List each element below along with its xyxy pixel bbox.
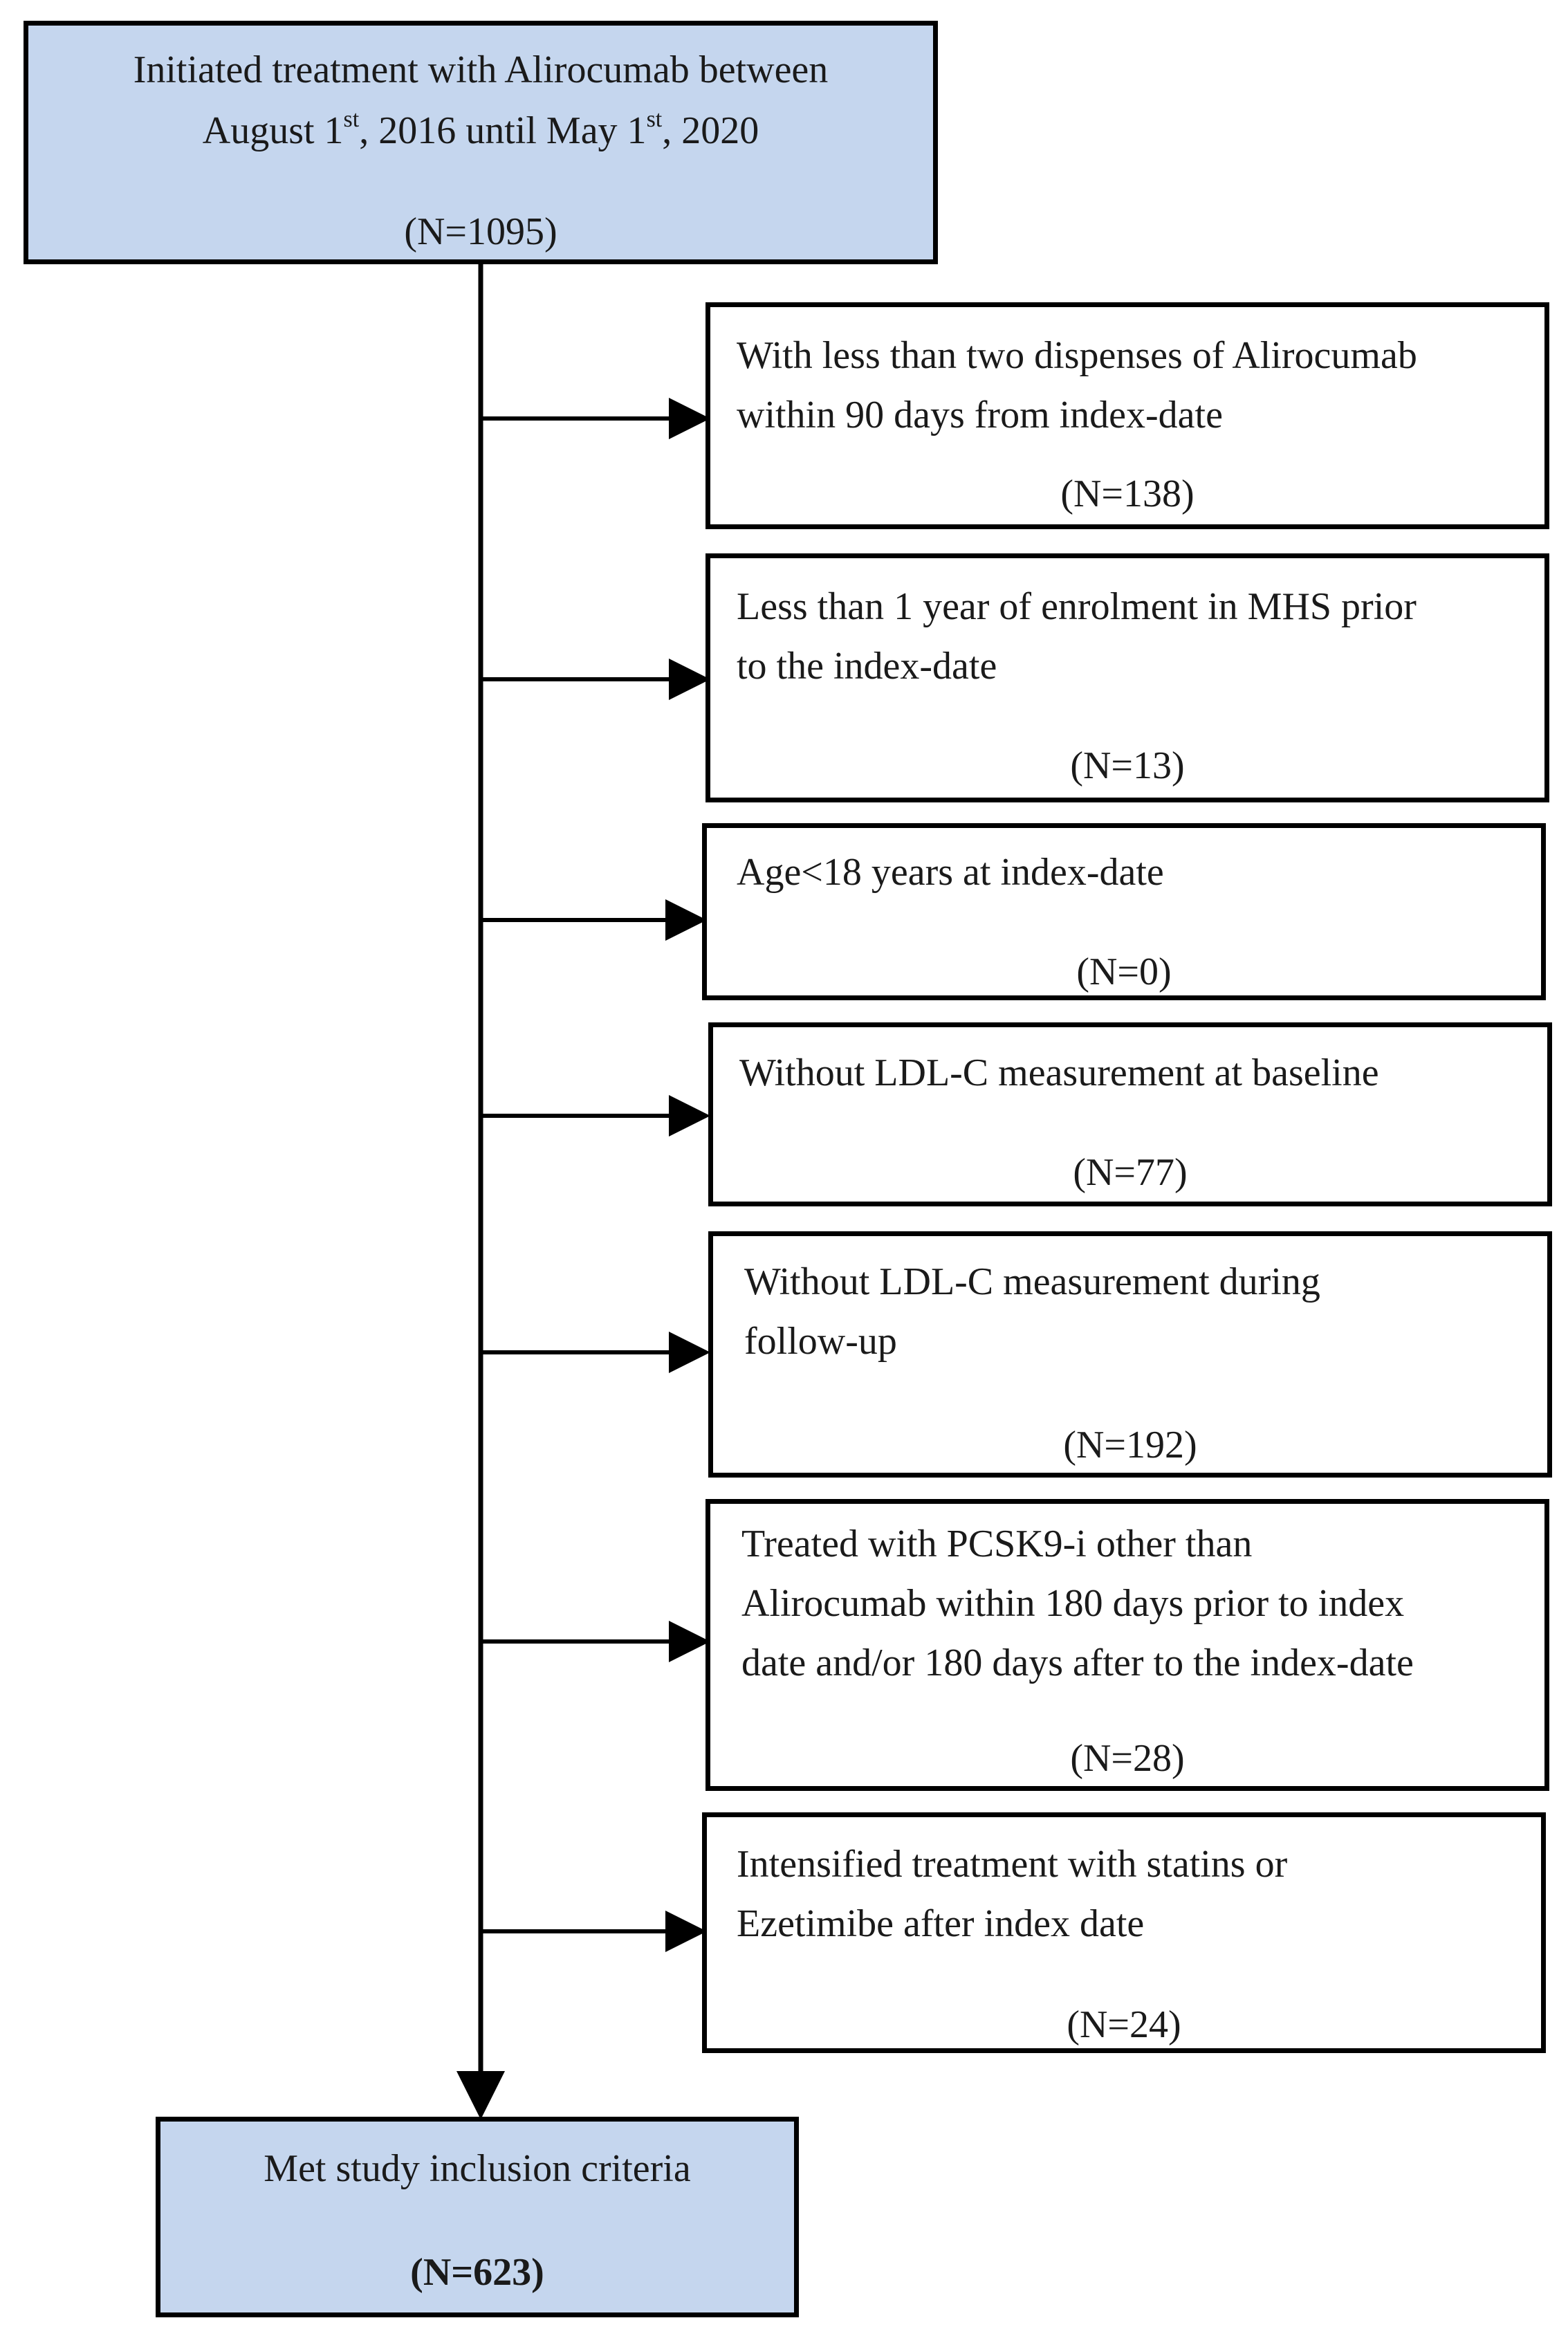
exclusion-box-3: Age<18 years at index-date (N=0) xyxy=(702,823,1546,1000)
start-line-2: August 1st, 2016 until May 1st, 2020 xyxy=(28,100,933,161)
exclusion-6-line-3: date and/or 180 days after to the index-… xyxy=(741,1641,1414,1684)
exclusion-box-1: With less than two dispenses of Alirocum… xyxy=(705,302,1549,529)
exclusion-box-5: Without LDL-C measurement during follow-… xyxy=(708,1231,1552,1478)
start-line-2-pre: August 1 xyxy=(202,109,344,152)
exclusion-2-count: (N=13) xyxy=(1070,744,1185,787)
final-count: (N=623) xyxy=(410,2251,544,2294)
exclusion-4-count: (N=77) xyxy=(1073,1151,1188,1194)
exclusion-7-line-1: Intensified treatment with statins or xyxy=(737,1843,1288,1886)
exclusion-box-2: Less than 1 year of enrolment in MHS pri… xyxy=(705,553,1549,802)
exclusion-5-line-1: Without LDL-C measurement during xyxy=(744,1260,1320,1303)
final-box: Met study inclusion criteria (N=623) xyxy=(156,2117,799,2317)
start-sup-2: st xyxy=(646,107,663,133)
exclusion-6-line-1: Treated with PCSK9-i other than xyxy=(741,1523,1253,1565)
exclusion-5-count: (N=192) xyxy=(1063,1424,1197,1466)
exclusion-7-count: (N=24) xyxy=(1067,2003,1181,2046)
exclusion-2-line-1: Less than 1 year of enrolment in MHS pri… xyxy=(737,585,1417,628)
start-count: (N=1095) xyxy=(404,210,557,253)
exclusion-3-line-1: Age<18 years at index-date xyxy=(737,851,1164,894)
exclusion-box-6: Treated with PCSK9-i other than Alirocum… xyxy=(705,1499,1549,1791)
start-line-2-mid: , 2016 until May 1 xyxy=(359,109,647,152)
final-label: Met study inclusion criteria xyxy=(264,2147,691,2190)
exclusion-6-line-2: Alirocumab within 180 days prior to inde… xyxy=(741,1582,1405,1625)
start-box: Initiated treatment with Alirocumab betw… xyxy=(24,21,938,264)
exclusion-1-count: (N=138) xyxy=(1060,472,1195,515)
exclusion-5-line-2: follow-up xyxy=(744,1320,897,1363)
exclusion-1-line-1: With less than two dispenses of Alirocum… xyxy=(737,334,1417,377)
start-line-2-post: , 2020 xyxy=(662,109,759,152)
start-sup-1: st xyxy=(343,107,360,133)
exclusion-1-line-2: within 90 days from index-date xyxy=(737,394,1223,436)
exclusion-2-line-2: to the index-date xyxy=(737,645,997,688)
exclusion-box-7: Intensified treatment with statins or Ez… xyxy=(702,1812,1546,2053)
exclusion-7-line-2: Ezetimibe after index date xyxy=(737,1902,1145,1945)
exclusion-4-line-1: Without LDL-C measurement at baseline xyxy=(739,1051,1379,1094)
start-line-1: Initiated treatment with Alirocumab betw… xyxy=(133,48,829,91)
exclusion-6-count: (N=28) xyxy=(1070,1737,1185,1780)
exclusion-3-count: (N=0) xyxy=(1076,950,1172,993)
exclusion-box-4: Without LDL-C measurement at baseline (N… xyxy=(708,1022,1552,1206)
